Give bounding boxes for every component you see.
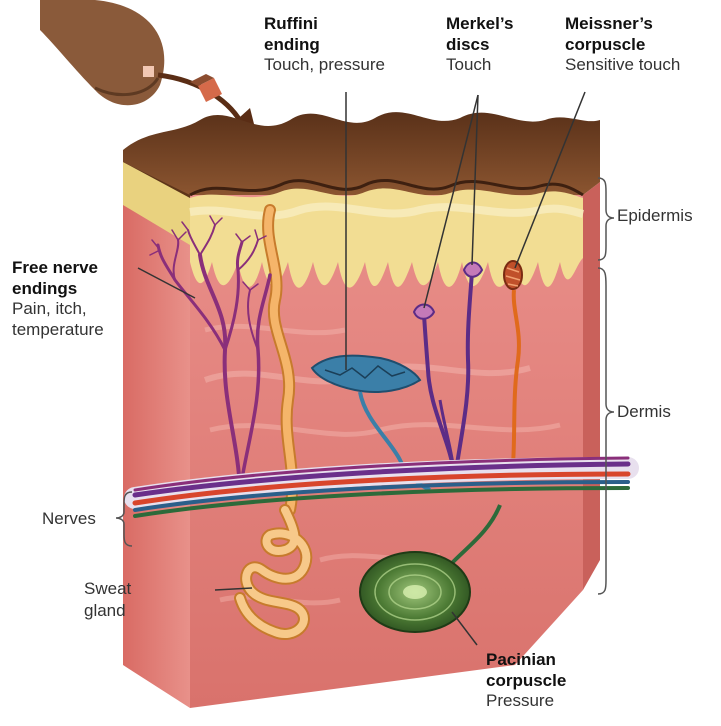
meissner-title: Meissner’s corpuscle — [565, 14, 653, 54]
label-pacinian: Pacinian corpuscle Pressure — [486, 650, 566, 712]
leader-lines — [137, 91, 586, 646]
merkel-title: Merkel’s discs — [446, 14, 514, 54]
label-merkel: Merkel’s discs Touch — [446, 14, 513, 76]
ruffini-nerve-fiber — [262, 204, 299, 516]
label-ruffini: Ruffini ending Touch, pressure — [264, 14, 385, 76]
meissner-corpuscle — [503, 260, 523, 479]
label-meissner: Meissner’s corpuscle Sensitive touch — [565, 14, 680, 76]
finger — [40, 0, 165, 106]
label-free-nerve: Free nerve endings Pain, itch, temperatu… — [12, 258, 104, 341]
pacinian-desc: Pressure — [486, 691, 555, 711]
free-nerve-endings — [149, 215, 272, 492]
pacinian-corpuscle — [359, 504, 502, 633]
label-dermis: Dermis — [617, 402, 671, 421]
nerves-brace — [115, 491, 133, 547]
layer-braces — [597, 177, 615, 595]
ruffini-desc: Touch, pressure — [264, 55, 385, 75]
free-nerve-desc: Pain, itch, temperature — [12, 299, 104, 340]
ruffini-title: Ruffini ending — [264, 14, 320, 54]
meissner-desc: Sensitive touch — [565, 55, 681, 75]
pacinian-title: Pacinian corpuscle — [486, 650, 567, 690]
skin-block-left-face — [123, 150, 190, 708]
free-nerve-title: Free nerve endings — [12, 258, 98, 298]
merkel-discs — [412, 261, 484, 479]
label-sweat-gland: Sweat gland — [84, 579, 132, 621]
skin-block-right-face — [583, 182, 600, 590]
merkel-desc: Touch — [446, 55, 492, 75]
sweat-gland — [234, 504, 313, 640]
nerve-bundle — [124, 456, 639, 518]
skin-surface — [123, 112, 600, 197]
label-nerves: Nerves — [42, 509, 96, 528]
label-epidermis: Epidermis — [617, 206, 693, 225]
